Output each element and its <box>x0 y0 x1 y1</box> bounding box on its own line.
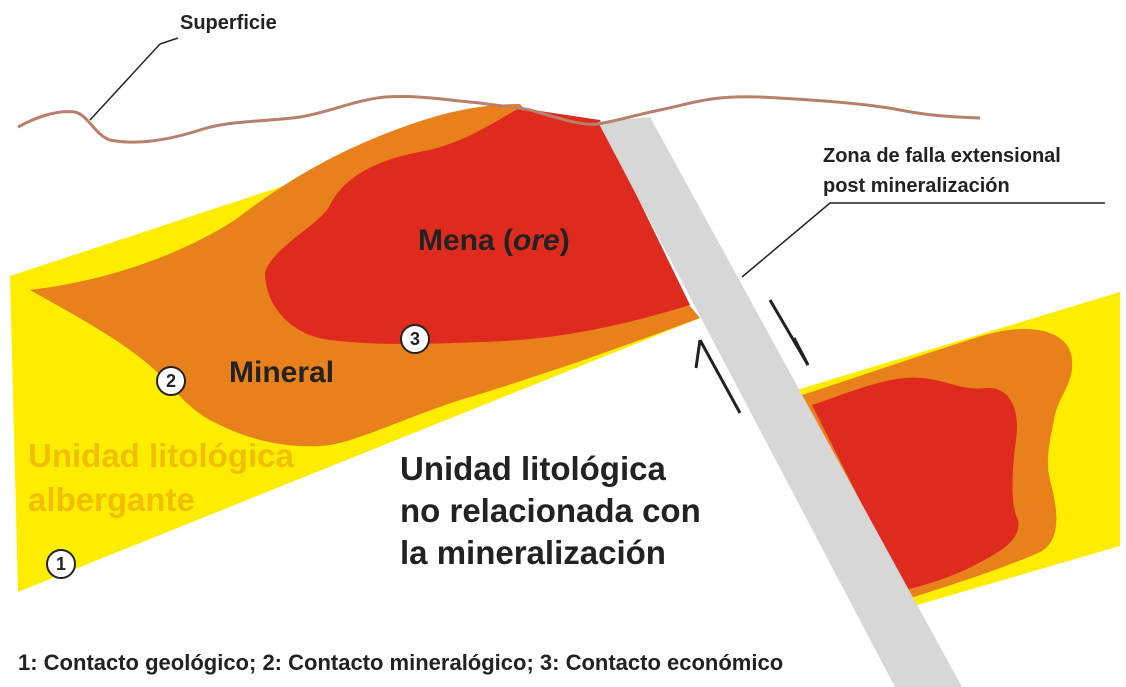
host-unit-label: Unidad litológica albergante <box>28 434 294 522</box>
marker-economic-contact: 3 <box>400 324 430 354</box>
fault-movement-arrows <box>694 299 810 414</box>
ore-body-right <box>812 377 1019 590</box>
unrelated-unit-label: Unidad litológica no relacionada con la … <box>400 448 701 574</box>
fault-zone <box>598 117 962 687</box>
unrelated-label-line-2: no relacionada con <box>400 492 701 529</box>
ore-label: Mena (ore) <box>418 224 570 258</box>
fault-label-line-2: post mineralización <box>823 175 1010 197</box>
surface-leader-line <box>89 37 179 121</box>
fault-leader-line <box>741 202 1105 278</box>
ore-label-prefix: Mena ( <box>418 224 514 257</box>
ore-label-suffix: ) <box>559 224 570 257</box>
surface-line <box>17 95 981 144</box>
surface-label: Superficie <box>180 12 277 34</box>
fault-zone-label: Zona de falla extensional post mineraliz… <box>823 141 1061 201</box>
unrelated-label-line-3: la mineralización <box>400 534 666 571</box>
host-label-line-1: Unidad litológica <box>28 437 294 474</box>
ore-label-italic: ore <box>513 224 560 257</box>
unrelated-label-line-1: Unidad litológica <box>400 450 666 487</box>
footer-legend: 1: Contacto geológico; 2: Contacto miner… <box>18 650 784 675</box>
fault-label-line-1: Zona de falla extensional <box>823 145 1061 167</box>
marker-mineralogic-contact: 2 <box>156 366 186 396</box>
marker-geologic-contact: 1 <box>46 549 76 579</box>
host-label-line-2: albergante <box>28 481 195 518</box>
mineral-label: Mineral <box>229 356 335 389</box>
ore-body-left <box>265 108 690 344</box>
